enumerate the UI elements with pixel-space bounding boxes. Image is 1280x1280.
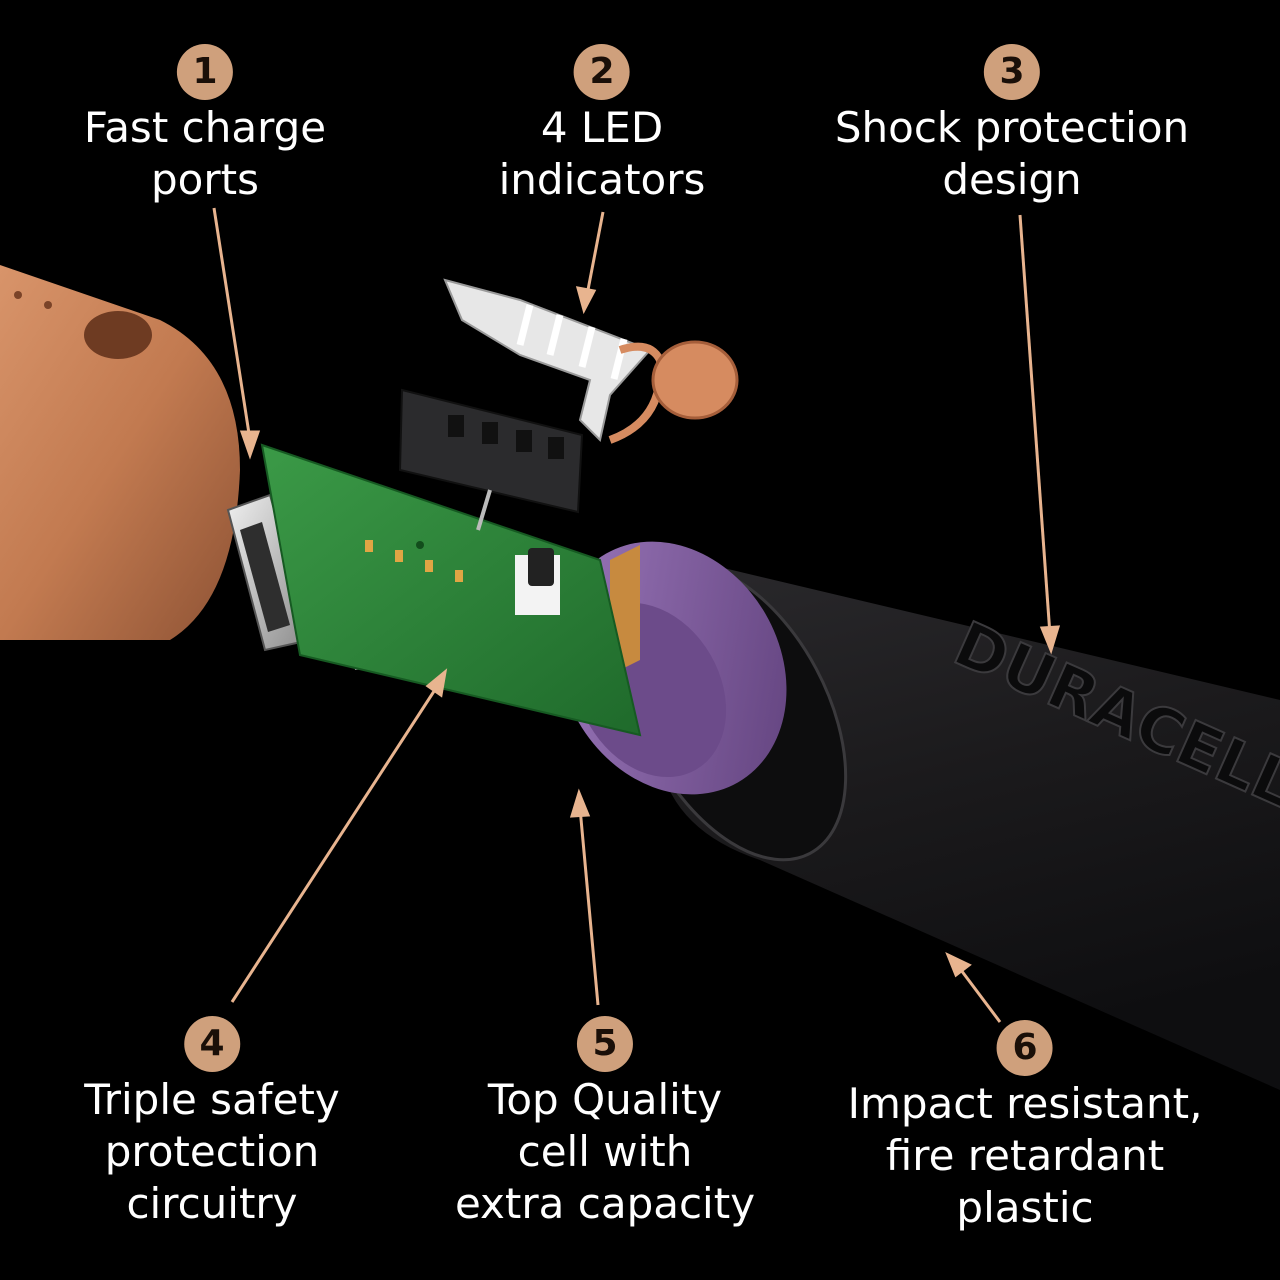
leader-lines [212,207,1061,1023]
callout-label: Shock protection design [834,103,1190,204]
callout-label: 4 LED indicators [498,103,706,204]
callout-shock-protection: 3 Shock protection design [835,44,1189,206]
callout-led-indicators: 2 4 LED indicators [498,44,706,206]
callout-number-badge: 6 [997,1020,1053,1076]
callout-top-quality-cell: 5 Top Quality cell with extra capacity [455,1016,755,1230]
callout-label: Impact resistant, fire retardant plastic [847,1079,1203,1232]
callout-number-badge: 3 [983,44,1040,100]
callout-number-badge: 1 [177,44,233,100]
copper-end-cap [0,265,240,640]
callout-number-badge: 2 [573,44,630,100]
callout-fast-charge-ports: 1 Fast charge ports [84,44,326,206]
led-block [398,388,584,531]
callout-number-badge: 5 [577,1016,633,1072]
callout-triple-safety: 4 Triple safety protection circuitry [84,1016,340,1230]
circuit-board [260,443,642,737]
callout-label: Top Quality cell with extra capacity [454,1075,756,1228]
led-light-pipe [443,278,739,444]
callout-label: Triple safety protection circuitry [84,1075,340,1228]
callout-label: Fast charge ports [83,103,327,204]
callout-impact-resistant: 6 Impact resistant, fire retardant plast… [847,1020,1203,1234]
callout-number-badge: 4 [183,1016,240,1072]
